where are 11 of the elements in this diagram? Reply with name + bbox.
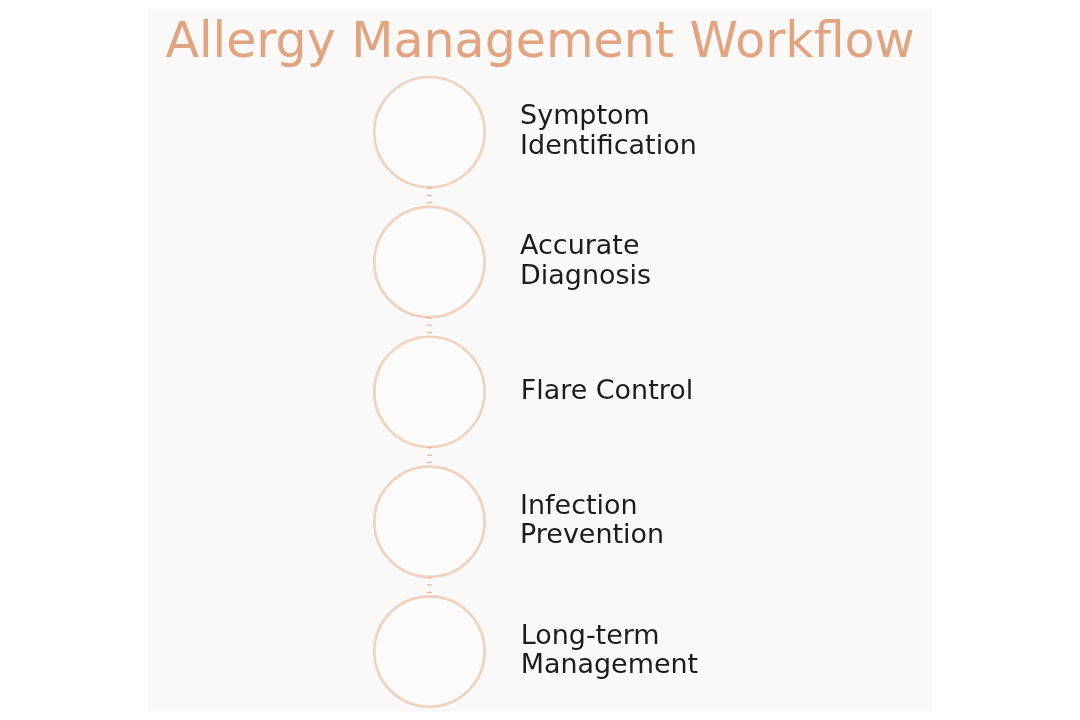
node-label: Long-term Management xyxy=(520,618,699,680)
diagram-title: Allergy Management Workflow xyxy=(165,12,915,70)
node-label: Accurate Diagnosis xyxy=(520,229,652,290)
node-label: Flare Control xyxy=(520,373,694,405)
node-circle xyxy=(372,335,486,449)
node-circle xyxy=(372,205,486,319)
node-circle xyxy=(372,595,486,709)
node-label: Infection Prevention xyxy=(520,488,665,550)
node-circle xyxy=(372,465,486,579)
node-label: Symptom Identification xyxy=(520,99,697,160)
node-circle xyxy=(372,75,486,189)
